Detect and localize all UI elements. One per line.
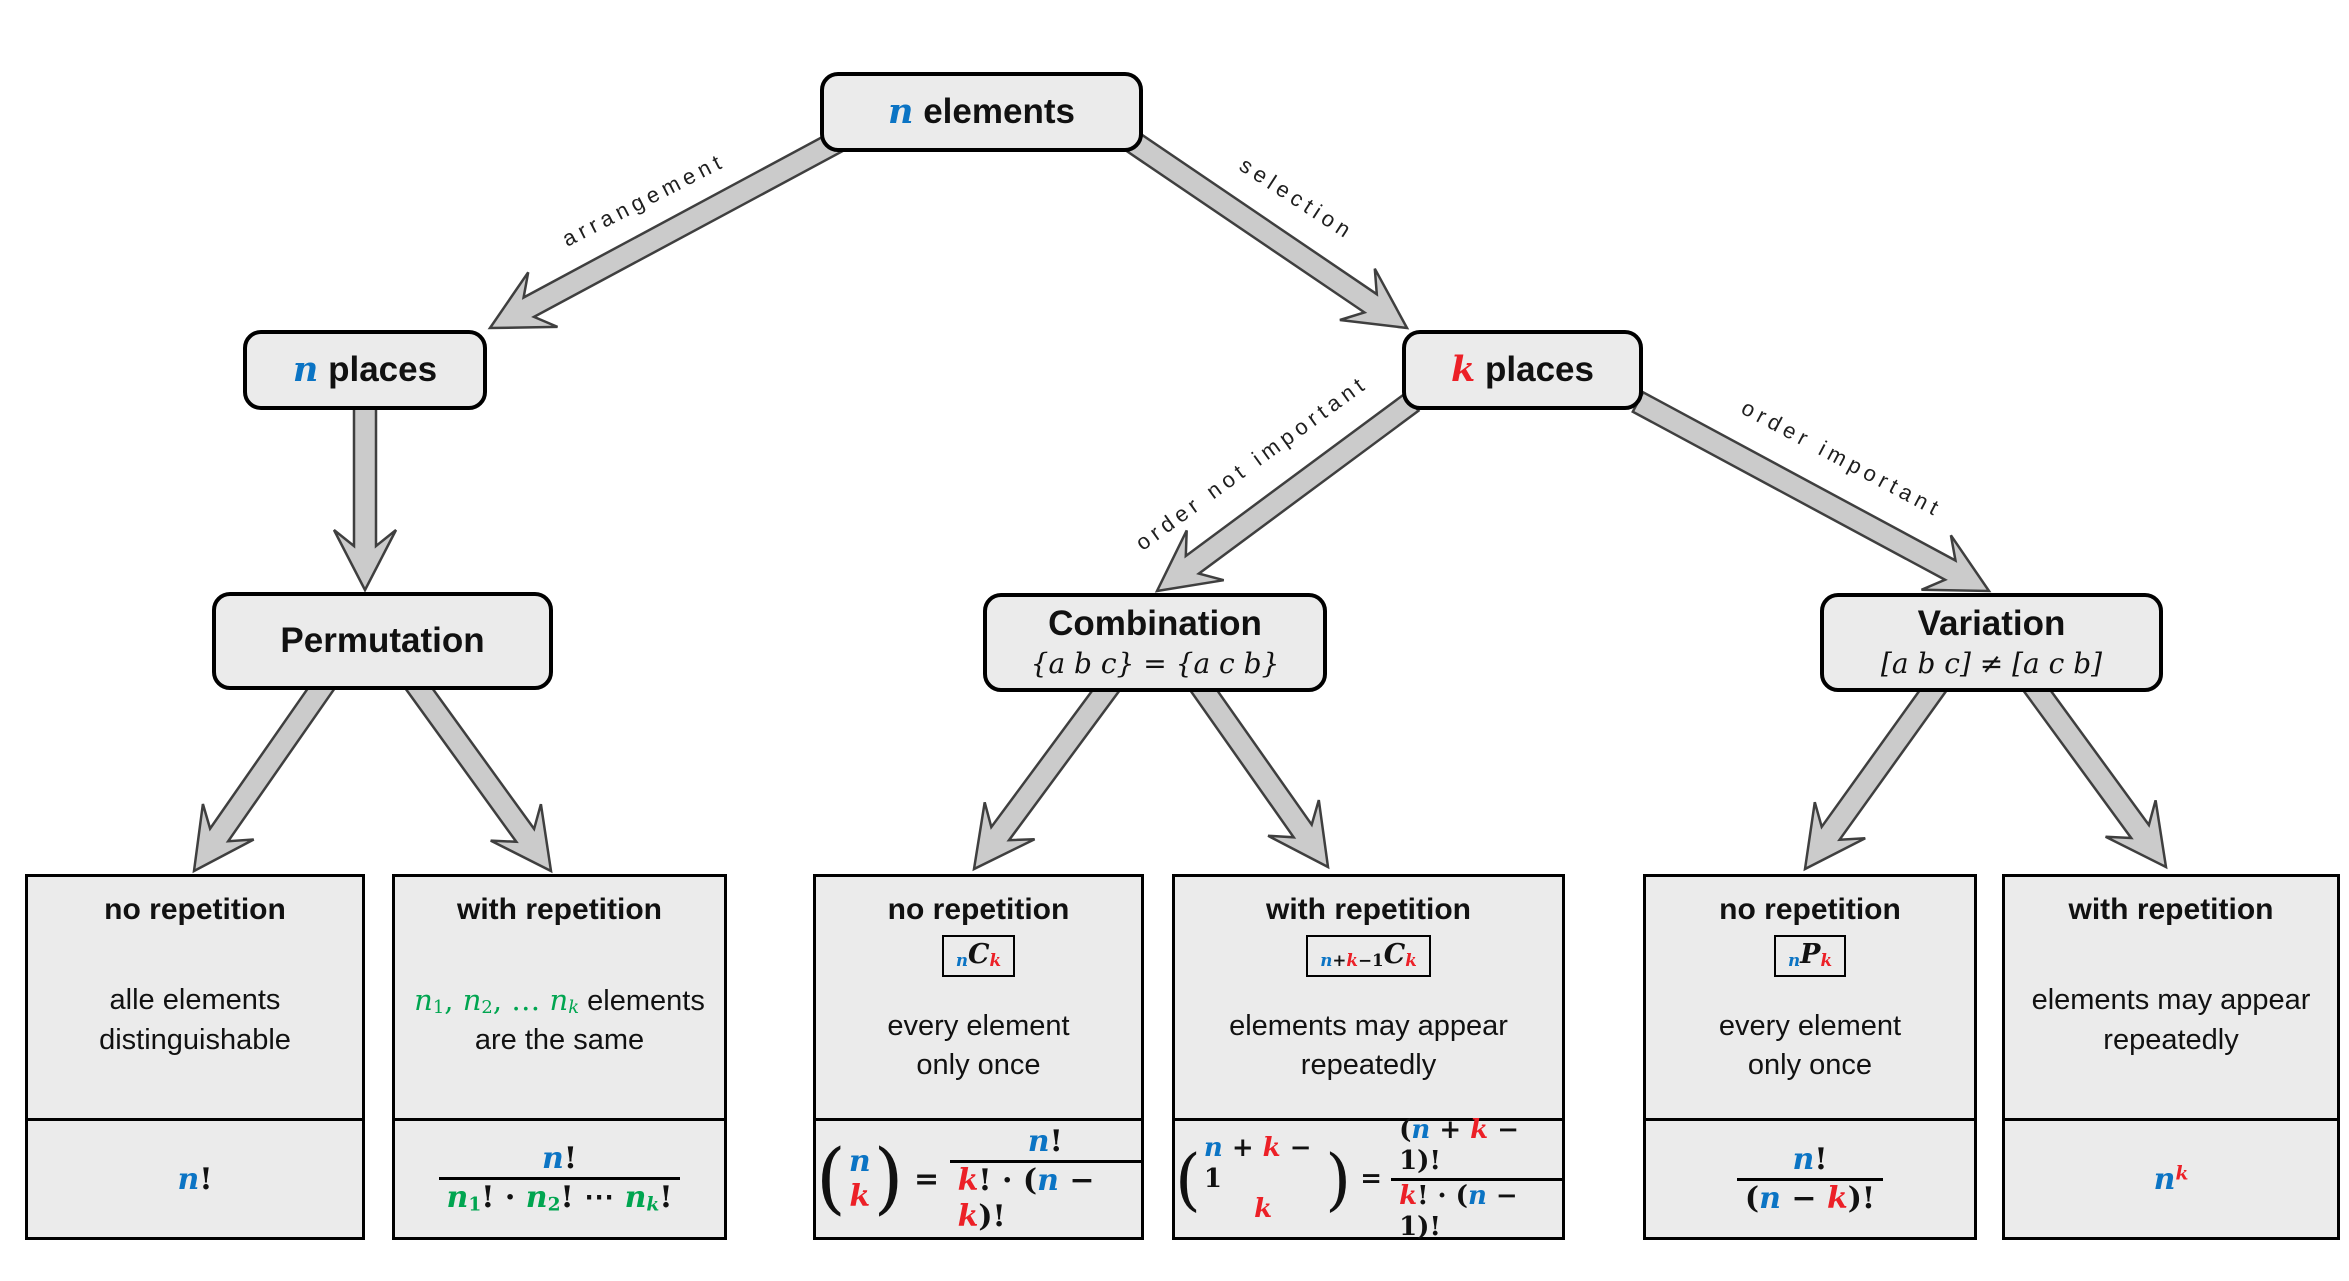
node-n-elements-title: n elements — [888, 90, 1075, 132]
flow-arrow — [1803, 676, 1948, 872]
node-n-elements: n elements — [820, 72, 1143, 152]
node-combination-title: Combination — [1048, 604, 1262, 644]
leaf-formula: n!n1! · n2! ⋯ nk! — [395, 1118, 724, 1237]
node-variation-subtitle: [a b c] ≠ [a c b] — [1880, 646, 2103, 680]
flow-arrow — [1631, 390, 1992, 593]
notation-badge-n+k-1Ck: n+k−1Ck — [1306, 935, 1431, 978]
notation-badge-nCk: nCk — [941, 935, 1016, 978]
leaf-formula: n! — [28, 1118, 362, 1237]
flow-arrow — [1122, 129, 1410, 330]
node-permutation-title: Permutation — [280, 620, 485, 660]
flow-arrow — [2022, 676, 2168, 870]
flow-arrow — [192, 674, 336, 874]
leaf-formula: nk — [2005, 1118, 2337, 1237]
leaf-heading: no repetition — [104, 893, 286, 926]
node-n-places-title: n places — [292, 348, 438, 390]
flow-arrow — [332, 403, 398, 593]
leaf-heading: no repetition — [887, 893, 1070, 926]
node-k-places: k places — [1402, 330, 1643, 410]
flow-arrow — [1154, 391, 1421, 593]
node-combination-subtitle: {a b c} = {a c b} — [1030, 646, 1280, 680]
leaf-body: with repetition n+k−1Ck elements may app… — [1175, 877, 1562, 1118]
node-combination: Combination {a b c} = {a c b} — [983, 593, 1327, 692]
node-variation-title: Variation — [1917, 604, 2066, 644]
node-variation: Variation [a b c] ≠ [a c b] — [1820, 593, 2163, 692]
leaf-formula: n!(n − k)! — [1646, 1118, 1974, 1237]
flow-arrow — [1189, 676, 1330, 870]
leaf-heading: with repetition — [457, 893, 662, 926]
node-permutation: Permutation — [212, 592, 553, 690]
leaf-heading: with repetition — [2068, 893, 2274, 926]
notation-badge-nPk: nPk — [1773, 935, 1847, 978]
flow-arrow — [972, 676, 1121, 872]
flow-arrow — [487, 128, 847, 330]
node-n-places: n places — [243, 330, 487, 410]
leaf-heading: with repetition — [1266, 893, 1471, 926]
flow-arrow — [404, 674, 553, 874]
node-k-places-title: k places — [1451, 348, 1594, 390]
leaf-heading: no repetition — [1719, 893, 1901, 926]
leaf-combination-with-repetition: with repetition n+k−1Ck elements may app… — [1172, 874, 1565, 1242]
